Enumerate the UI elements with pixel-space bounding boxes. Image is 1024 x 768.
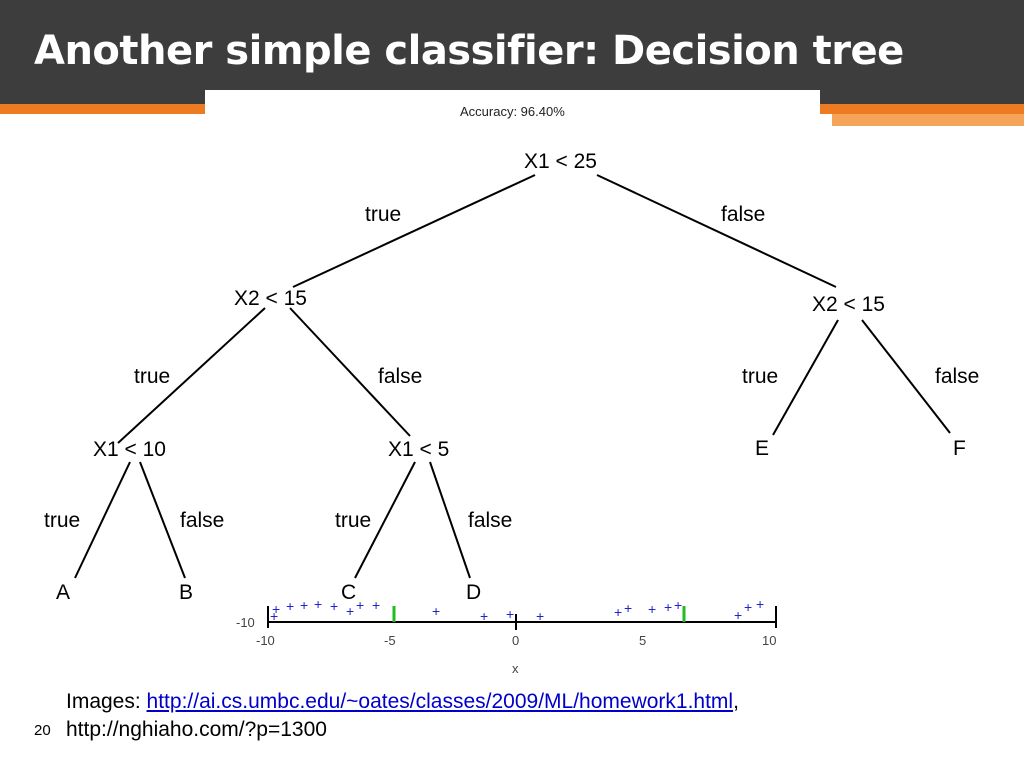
- edge-right-e: [772, 319, 839, 436]
- plot-point-marker: +: [744, 599, 752, 615]
- edge-right-f: [861, 319, 951, 434]
- tree-edges: [74, 174, 951, 579]
- node-right: X2 < 15: [812, 293, 885, 316]
- edge-label-true: true: [44, 509, 80, 532]
- plot-point-marker: +: [648, 601, 656, 617]
- edge-label-false: false: [468, 509, 512, 532]
- plot-x-label: x: [512, 661, 519, 676]
- slide-header: Another simple classifier: Decision tree: [0, 0, 1024, 104]
- plot-x-tick: 0: [512, 633, 519, 648]
- credits-link[interactable]: http://ai.cs.umbc.edu/~oates/classes/200…: [146, 690, 734, 713]
- edge-d: [429, 461, 471, 579]
- node-left-right: X1 < 5: [388, 438, 449, 461]
- plot-point-marker: +: [756, 596, 764, 612]
- slide-title: Another simple classifier: Decision tree: [34, 28, 904, 74]
- plot-x-tick: 10: [762, 633, 776, 648]
- plot-y-tick: -10: [236, 615, 255, 630]
- leaf-c: C: [341, 581, 356, 604]
- plot-point-marker: +: [536, 608, 544, 624]
- edge-left-leftleft: [117, 307, 266, 444]
- edge-label-true: true: [335, 509, 371, 532]
- edge-c: [354, 461, 416, 579]
- plot-point-marker: +: [286, 598, 294, 614]
- plot-point-marker: +: [270, 608, 278, 624]
- plot-point-marker: +: [624, 600, 632, 616]
- credits-suffix: ,: [733, 690, 739, 713]
- edge-label-false: false: [378, 365, 422, 388]
- edge-root-left: [292, 174, 536, 288]
- image-credits: Images: http://ai.cs.umbc.edu/~oates/cla…: [66, 688, 966, 744]
- leaf-d: D: [466, 581, 481, 604]
- plot-points: +++++++++++++++++++++: [270, 596, 764, 624]
- credits-prefix: Images:: [66, 690, 147, 713]
- plot-point-marker: +: [272, 601, 280, 617]
- plot-x-tick: 5: [639, 633, 646, 648]
- edge-label-true: true: [134, 365, 170, 388]
- plot-point-marker: +: [314, 596, 322, 612]
- credits-line2: http://nghiaho.com/?p=1300: [66, 718, 327, 741]
- plot-x-tick: -5: [384, 633, 396, 648]
- node-root: X1 < 25: [524, 150, 597, 173]
- edge-root-right: [596, 174, 837, 288]
- edge-b: [139, 461, 186, 579]
- plot-point-marker: +: [480, 608, 488, 624]
- plot-point-marker: +: [346, 603, 354, 619]
- plot-x-tick: -10: [256, 633, 275, 648]
- plot-point-marker: +: [734, 607, 742, 623]
- node-left-left: X1 < 10: [93, 438, 166, 461]
- leaf-b: B: [179, 581, 193, 604]
- edge-label-false: false: [935, 365, 979, 388]
- accuracy-label: Accuracy: 96.40%: [460, 104, 565, 119]
- leaf-f: F: [953, 437, 966, 460]
- edge-a: [74, 461, 131, 579]
- plot-point-marker: +: [506, 606, 514, 622]
- plot-point-marker: +: [664, 599, 672, 615]
- node-left: X2 < 15: [234, 287, 307, 310]
- slide-number: 20: [34, 722, 51, 739]
- plot-point-marker: +: [432, 603, 440, 619]
- background-plot: +++++++++++++++++++++ -10 -10 -5 0 5 10 …: [236, 596, 777, 676]
- edge-label-false: false: [721, 203, 765, 226]
- plot-point-marker: +: [300, 597, 308, 613]
- plot-point-marker: +: [372, 597, 380, 613]
- figure-panel: [205, 90, 820, 120]
- plot-point-marker: +: [674, 597, 682, 613]
- plot-point-marker: +: [614, 604, 622, 620]
- plot-point-marker: +: [356, 597, 364, 613]
- header-accent-bar-secondary: [832, 114, 1024, 126]
- leaf-a: A: [56, 581, 70, 604]
- edge-label-true: true: [742, 365, 778, 388]
- edge-label-true: true: [365, 203, 401, 226]
- edge-left-leftright: [289, 307, 411, 437]
- edge-label-false: false: [180, 509, 224, 532]
- leaf-e: E: [755, 437, 769, 460]
- plot-point-marker: +: [330, 598, 338, 614]
